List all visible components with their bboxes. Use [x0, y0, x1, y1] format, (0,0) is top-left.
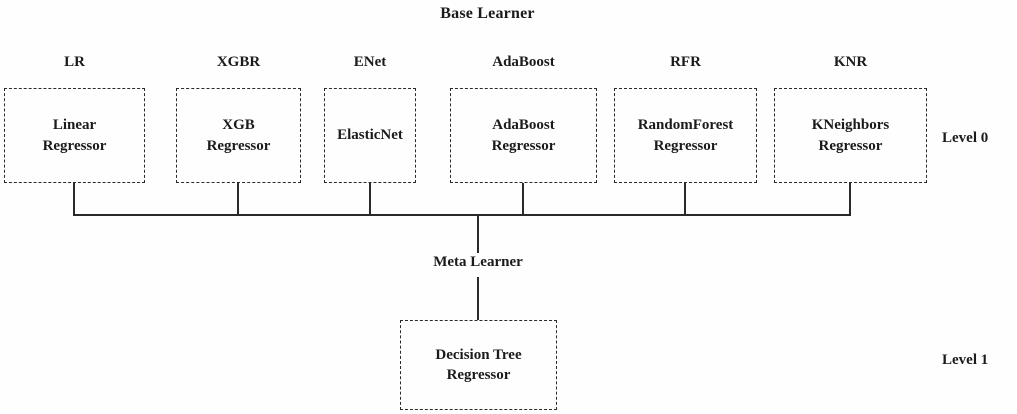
base-learner-name: AdaBoost Regressor — [491, 117, 556, 154]
base-learner-box-linear-regressor: Linear Regressor — [4, 88, 145, 183]
base-learner-abbr-adaboost: AdaBoost — [492, 54, 555, 70]
connector-bus-line — [73, 214, 851, 216]
base-learner-abbr-knr: KNR — [833, 54, 868, 70]
meta-learner-box-decision-tree-regressor: Decision Tree Regressor — [400, 320, 557, 410]
connector-line-knr — [849, 183, 851, 215]
base-learner-abbr-enet: ENet — [353, 54, 387, 70]
base-learner-name: Linear Regressor — [42, 117, 107, 154]
connector-line-meta-label-to-box — [477, 277, 479, 320]
base-learner-abbr-lr: LR — [64, 54, 85, 70]
connector-line-adaboost — [522, 183, 524, 215]
base-learner-box-kneighbors-regressor: KNeighbors Regressor — [774, 88, 927, 183]
base-learner-abbr-rfr: RFR — [670, 54, 701, 70]
connector-line-lr — [73, 183, 75, 215]
base-learner-abbr-xgbr: XGBR — [216, 54, 261, 70]
base-learner-name: XGB Regressor — [206, 117, 271, 154]
meta-learner-heading: Meta Learner — [433, 254, 523, 270]
base-learner-name: KNeighbors Regressor — [811, 117, 890, 154]
diagram-title: Base Learner — [440, 5, 535, 22]
base-learner-box-elasticnet: ElasticNet — [324, 88, 416, 183]
connector-line-rfr — [684, 183, 686, 215]
base-learner-name: ElasticNet — [337, 127, 403, 144]
connector-line-enet — [369, 183, 371, 215]
base-learner-box-adaboost-regressor: AdaBoost Regressor — [450, 88, 597, 183]
connector-line-bus-to-meta-label — [477, 216, 479, 253]
base-learner-box-xgb-regressor: XGB Regressor — [176, 88, 301, 183]
connector-line-xgbr — [237, 183, 239, 215]
base-learner-name: RandomForest Regressor — [637, 117, 734, 154]
meta-learner-name: Decision Tree Regressor — [435, 346, 522, 383]
level-0-label: Level 0 — [942, 130, 989, 146]
level-1-label: Level 1 — [942, 352, 989, 368]
base-learner-box-randomforest-regressor: RandomForest Regressor — [614, 88, 757, 183]
